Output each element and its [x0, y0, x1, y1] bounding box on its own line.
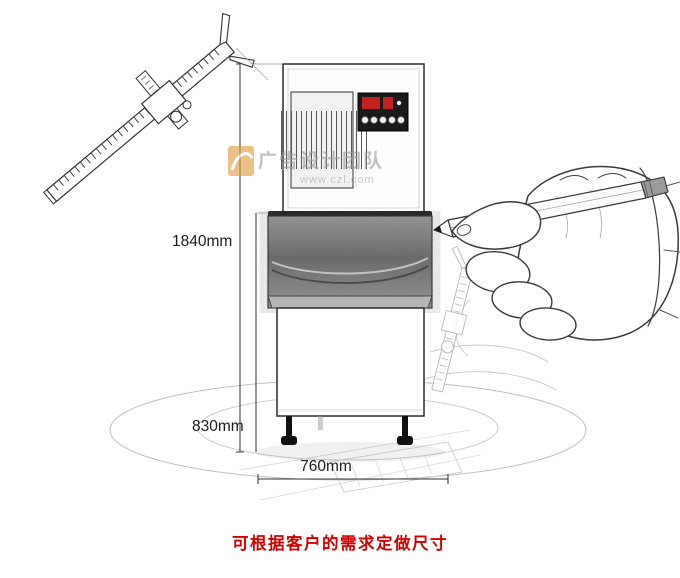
thumbnail — [456, 224, 472, 236]
leg-foot-left — [281, 436, 297, 445]
machine-shadow — [255, 442, 445, 462]
floor-sketch-line — [259, 454, 481, 501]
sleeve-hatch — [659, 181, 680, 319]
machine-legs — [281, 416, 413, 445]
caliper-jaw-upper — [219, 12, 231, 46]
caliper-beam — [46, 39, 236, 203]
caliper-lock-screw — [182, 100, 192, 110]
panel-button — [370, 116, 378, 124]
leg-foot-right — [397, 436, 413, 445]
custom-size-caption: 可根据客户的需求定做尺寸 — [232, 533, 448, 553]
caliper-ticks — [53, 46, 224, 191]
pencil-ferrule — [643, 179, 654, 198]
watermark-url-text: www.czl.com — [299, 174, 375, 186]
leg-stem-left — [286, 416, 292, 438]
indicator-light — [396, 100, 402, 106]
caliper-thumbwheel — [440, 340, 454, 354]
caliper-guide-line — [235, 47, 269, 81]
bin-door — [267, 215, 433, 309]
watermark-team-text: 广告设计团队 — [258, 149, 384, 172]
wrist-crease — [639, 167, 661, 327]
machine-top-inset — [287, 68, 420, 209]
caliper-thumbwheel — [170, 110, 183, 123]
leg-stem-right — [402, 416, 408, 438]
lower-cabinet — [276, 307, 425, 417]
floor-sketch-line — [239, 429, 471, 471]
caliper-slider — [440, 309, 468, 336]
panel-button — [379, 116, 387, 124]
dimension-annotations: 1840mm 830mm 760mm — [172, 63, 449, 484]
height-dimension-label: 1840mm — [172, 233, 232, 250]
panel-button — [361, 116, 369, 124]
bin-bottom-lip — [267, 295, 433, 309]
width-dimension-label: 760mm — [300, 458, 352, 475]
leg-rear — [318, 416, 323, 430]
thumb — [451, 201, 542, 250]
caliper-sketch-large — [43, 12, 255, 205]
floor-sketch-ruler-ticks — [351, 453, 433, 487]
watermark-logo — [228, 146, 254, 176]
caliper-jaw-lower — [228, 55, 255, 68]
storage-bin — [267, 211, 433, 309]
pencil-graphite — [434, 226, 442, 233]
knuckle-lines — [559, 173, 627, 181]
pencil-tip — [433, 219, 454, 238]
watermark: 广告设计团队 www.czl.com — [228, 146, 384, 186]
panel-button — [388, 116, 396, 124]
ice-machine — [267, 63, 433, 445]
digital-display — [362, 97, 380, 109]
caliper-jaw — [451, 245, 468, 269]
control-panel — [357, 92, 409, 132]
pencil-eraser — [640, 176, 669, 199]
floor-sketch-ruler — [329, 441, 463, 493]
vent-grille — [277, 91, 367, 189]
watermark-logo-mark — [230, 152, 254, 171]
finger-curl — [519, 307, 577, 341]
caliper-ticks — [434, 276, 469, 385]
panel-button — [397, 116, 405, 124]
hand-with-pencil — [433, 165, 680, 341]
digital-display-small — [383, 97, 393, 109]
bin-handle-shadow — [271, 265, 429, 285]
depth-dimension-label: 830mm — [192, 418, 244, 435]
bin-handle-highlight — [271, 257, 429, 275]
